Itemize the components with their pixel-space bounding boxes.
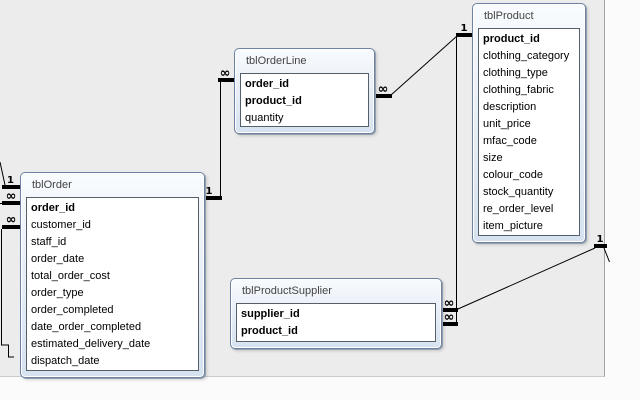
- field-row-order_id[interactable]: order_id: [245, 78, 290, 90]
- field-row-colour_code[interactable]: colour_code: [483, 169, 543, 181]
- field-row-quantity[interactable]: quantity: [245, 112, 284, 124]
- field-row-size[interactable]: size: [483, 152, 503, 164]
- field-row-order_completed[interactable]: order_completed: [31, 304, 114, 316]
- table-title-tblOrderLine[interactable]: tblOrderLine: [246, 55, 307, 67]
- connector-bar-order-left-many-a: [2, 201, 20, 205]
- field-row-product_id[interactable]: product_id: [241, 325, 298, 337]
- field-row-total_order_cost[interactable]: total_order_cost: [31, 270, 110, 282]
- cardinality-many-label: ∞: [444, 310, 455, 325]
- field-row-dispatch_date[interactable]: dispatch_date: [31, 355, 100, 367]
- field-row-estimated_delivery_date[interactable]: estimated_delivery_date: [31, 338, 151, 350]
- cardinality-one-label: 1: [597, 234, 604, 245]
- field-row-supplier_id[interactable]: supplier_id: [241, 308, 300, 320]
- field-row-date_order_completed[interactable]: date_order_completed: [31, 321, 142, 333]
- field-list-tblProductSupplier: supplier_id product_id: [236, 303, 436, 342]
- cardinality-one-label: 1: [206, 186, 213, 197]
- field-row-order_type[interactable]: order_type: [31, 287, 84, 299]
- field-row-clothing_type[interactable]: clothing_type: [483, 67, 548, 79]
- table-tblProductSupplier[interactable]: tblProductSupplier supplier_id product_id: [230, 278, 442, 349]
- relationship-line-order-offscreen-top[interactable]: [0, 161, 6, 186]
- cardinality-many-label: ∞: [378, 82, 389, 97]
- field-row-order_date[interactable]: order_date: [31, 253, 85, 265]
- field-row-staff_id[interactable]: staff_id: [31, 236, 67, 248]
- field-row-mfac_code[interactable]: mfac_code: [483, 135, 537, 147]
- field-row-re_order_level[interactable]: re_order_level: [483, 203, 554, 215]
- table-tblOrderLine[interactable]: tblOrderLine order_id product_id quantity: [234, 48, 375, 134]
- field-row-product_id[interactable]: product_id: [483, 33, 540, 45]
- connector-bar-order-one: [204, 196, 222, 200]
- cardinality-one-label: 1: [7, 175, 14, 186]
- field-row-item_picture[interactable]: item_picture: [483, 220, 543, 232]
- field-row-description[interactable]: description: [483, 101, 537, 113]
- field-list-tblProduct: product_id clothing_category clothing_type…: [478, 28, 580, 236]
- cardinality-many-label: ∞: [220, 66, 231, 81]
- connector-bar-product-one: [456, 33, 472, 37]
- field-list-tblOrderLine: order_id product_id quantity: [240, 73, 369, 127]
- field-row-clothing_fabric[interactable]: clothing_fabric: [483, 84, 554, 96]
- connector-bar-orderline-right-many: [374, 94, 392, 98]
- connector-bar-order-left-one: [2, 185, 20, 189]
- connector-bar-productsupplier-many-upper: [442, 308, 458, 312]
- table-title-tblProductSupplier[interactable]: tblProductSupplier: [242, 285, 332, 297]
- relationship-line-order-offscreen-bottom[interactable]: [1, 229, 15, 358]
- field-row-customer_id[interactable]: customer_id: [31, 219, 91, 231]
- table-title-tblProduct[interactable]: tblProduct: [484, 10, 534, 22]
- cardinality-many-label: ∞: [6, 213, 17, 228]
- field-row-unit_price[interactable]: unit_price: [483, 118, 531, 130]
- table-title-tblOrder[interactable]: tblOrder: [32, 179, 72, 191]
- cardinality-many-label: ∞: [444, 296, 455, 311]
- connector-bar-offscreen-one: [594, 244, 607, 248]
- field-row-clothing_category[interactable]: clothing_category: [483, 50, 570, 62]
- field-row-stock_quantity[interactable]: stock_quantity: [483, 186, 554, 198]
- relationship-line-offscreen-stub[interactable]: [603, 247, 610, 263]
- relationship-line-productsupplier-offscreen[interactable]: [457, 247, 596, 310]
- connector-bar-productsupplier-many-lower: [442, 322, 458, 326]
- connector-bar-orderline-many: [218, 78, 234, 82]
- field-row-order_id[interactable]: order_id: [31, 202, 76, 214]
- cardinality-one-label: 1: [461, 23, 468, 34]
- relationship-line-orderline-product[interactable]: [390, 35, 458, 96]
- field-row-product_id[interactable]: product_id: [245, 95, 302, 107]
- cardinality-many-label: ∞: [6, 189, 17, 204]
- connector-bar-order-left-many-b: [2, 225, 20, 229]
